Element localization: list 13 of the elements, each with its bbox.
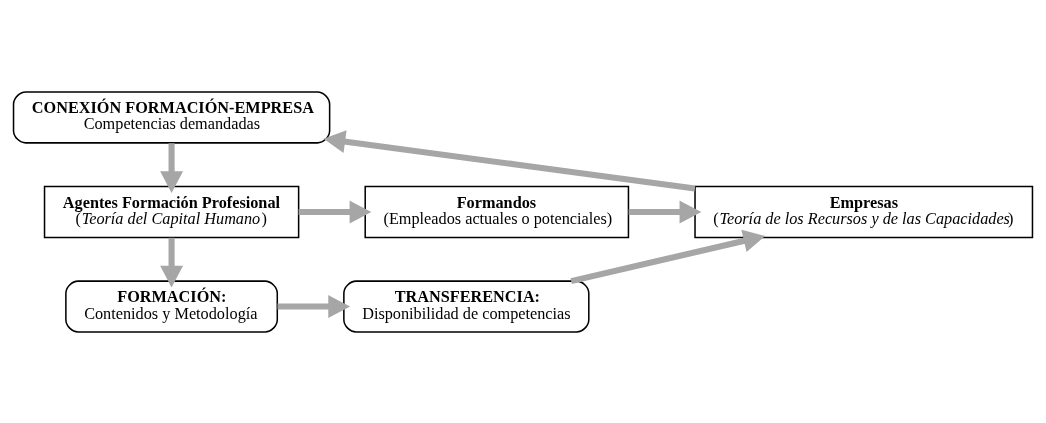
arrow <box>160 142 184 193</box>
node-box: TRANSFERENCIA: Disponibilidad de competencias <box>343 279 590 333</box>
arrow <box>323 129 696 191</box>
arrow <box>298 200 372 223</box>
node-box: Empresas (Teoría de los Recursos y de las Capacidades) <box>694 185 1034 238</box>
arrow <box>277 294 351 318</box>
node-box: FORMACIÓN: Contenidos y Metodología <box>65 279 279 333</box>
node-box: CONEXIÓN FORMACIÓN-EMPRESA Competencias demandadas <box>12 90 331 144</box>
arrow <box>628 200 702 223</box>
node-box: Agentes Formación Profesional (Teoría del Capital Humano) <box>43 185 300 238</box>
node-box: Formandos (Empleados actuales o potenciales) <box>364 185 630 238</box>
arrow <box>160 237 184 288</box>
arrow <box>570 229 766 284</box>
